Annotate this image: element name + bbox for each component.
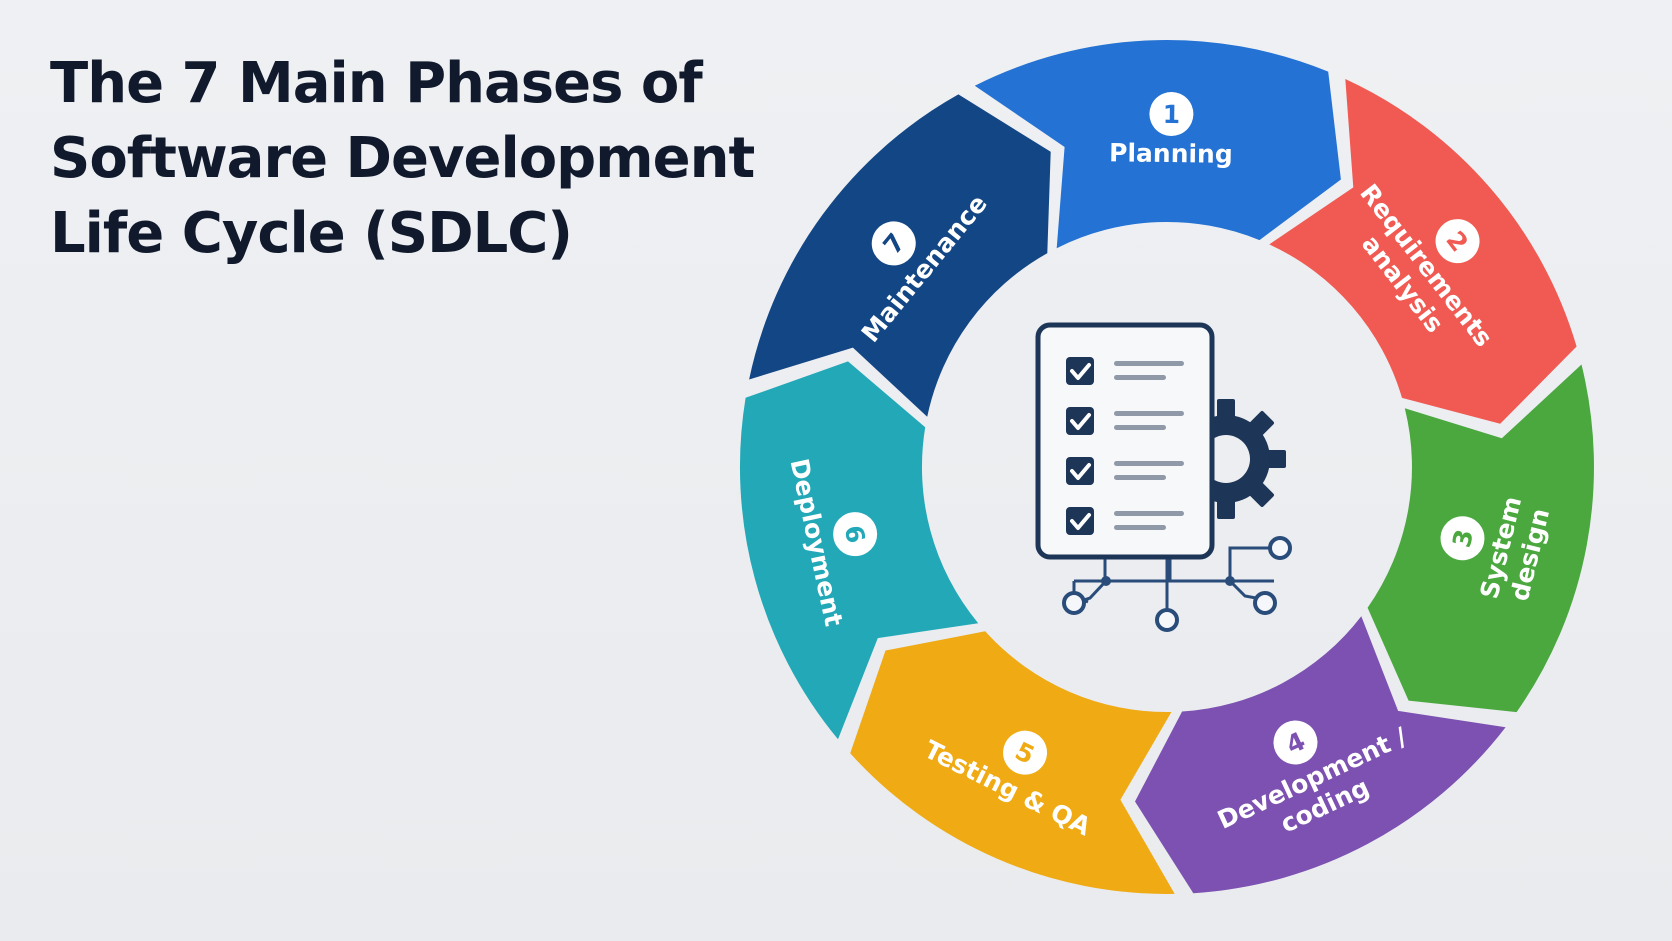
checkmark-icon	[1070, 363, 1091, 380]
title-line: Life Cycle (SDLC)	[50, 201, 573, 266]
checkbox-icon	[1066, 457, 1094, 485]
phase-number-badge	[1435, 219, 1480, 264]
text-line-placeholder	[1114, 475, 1166, 480]
checkbox-icon	[1066, 357, 1094, 385]
phase-title-line: Planning	[1109, 138, 1233, 169]
checkbox-icon	[1066, 507, 1094, 535]
checklist-rows	[1066, 357, 1184, 535]
text-line-placeholder	[1114, 411, 1184, 416]
text-line-placeholder	[1114, 425, 1166, 430]
phase-number-badge	[1440, 516, 1485, 561]
checkmark-icon	[1070, 513, 1091, 530]
checklist-gear-network-icon	[1035, 322, 1292, 632]
checkbox-icon	[1066, 407, 1094, 435]
checkmark-icon	[1070, 413, 1091, 430]
text-line-placeholder	[1114, 511, 1184, 516]
title-line: Software Development	[50, 126, 755, 191]
network-nodes	[1062, 536, 1292, 632]
phase-number-badge	[833, 512, 878, 557]
phase-number-badge	[1003, 730, 1048, 775]
phase-segment-4	[1135, 616, 1506, 894]
phase-number: 6	[839, 523, 871, 546]
page-title: The 7 Main Phases of Software Developmen…	[50, 46, 755, 271]
phase-number-badge	[871, 221, 916, 266]
phase-number-badge	[1273, 720, 1318, 765]
text-line-placeholder	[1114, 461, 1184, 466]
clipboard-board	[1035, 322, 1215, 560]
phase-segment-1	[974, 40, 1341, 249]
text-line-placeholder	[1114, 361, 1184, 366]
phase-number: 3	[1447, 527, 1479, 551]
phase-segment-2	[1269, 79, 1577, 424]
checkmark-icon	[1070, 463, 1091, 480]
phase-number-badge	[1149, 92, 1194, 137]
text-line-placeholder	[1114, 525, 1166, 530]
text-line-placeholder	[1114, 375, 1166, 380]
phase-number: 1	[1163, 100, 1181, 129]
title-line: The 7 Main Phases of	[50, 51, 703, 116]
network-junctions	[1101, 576, 1235, 586]
